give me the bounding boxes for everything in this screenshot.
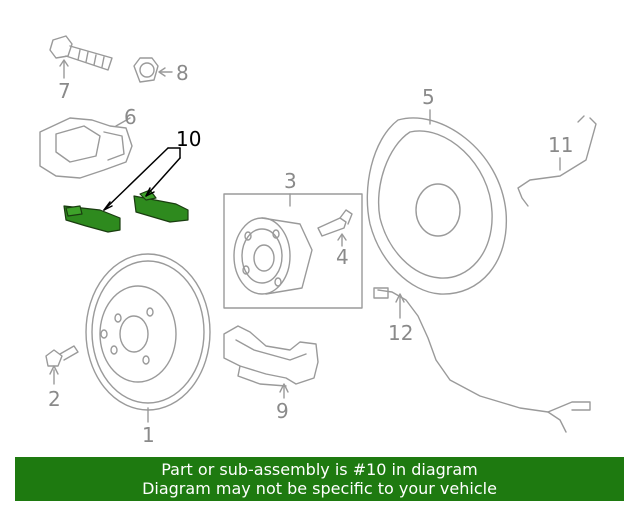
backing-plate-5[interactable]	[366, 109, 508, 295]
hub-bearing-3[interactable]	[233, 193, 313, 295]
callout-3: 3	[284, 169, 297, 193]
callout-7: 7	[58, 79, 71, 103]
callout-2: 2	[48, 387, 61, 411]
brake-hose-11[interactable]	[517, 115, 597, 207]
bolt-7[interactable]	[49, 35, 113, 79]
stud-4[interactable]	[317, 209, 353, 247]
info-banner: Part or sub-assembly is #10 in diagram D…	[15, 457, 624, 501]
callout-6: 6	[124, 105, 137, 129]
callout-10: 10	[176, 127, 201, 151]
callout-9: 9	[276, 399, 289, 423]
hub-assembly-box	[223, 193, 363, 309]
caliper-6[interactable]	[39, 117, 133, 179]
callout-11: 11	[548, 133, 573, 157]
wheel-speed-sensor-12[interactable]	[373, 287, 591, 433]
callout-5: 5	[422, 85, 435, 109]
parts-diagram: 7 8 6 10 3 4 5 11 12 2 9 1	[39, 35, 597, 447]
callout-10-leader	[103, 147, 181, 211]
banner-line-1: Part or sub-assembly is #10 in diagram	[161, 460, 478, 479]
banner-line-2: Diagram may not be specific to your vehi…	[142, 479, 497, 498]
brake-pads-10[interactable]	[63, 189, 189, 233]
callout-1: 1	[142, 423, 155, 447]
callout-8: 8	[176, 61, 189, 85]
callout-4: 4	[336, 245, 349, 269]
bolt-2[interactable]	[45, 345, 79, 385]
nut-8[interactable]	[133, 57, 173, 83]
caliper-bracket-9[interactable]	[223, 325, 319, 399]
brake-rotor-1[interactable]	[85, 253, 211, 423]
callout-12: 12	[388, 321, 413, 345]
